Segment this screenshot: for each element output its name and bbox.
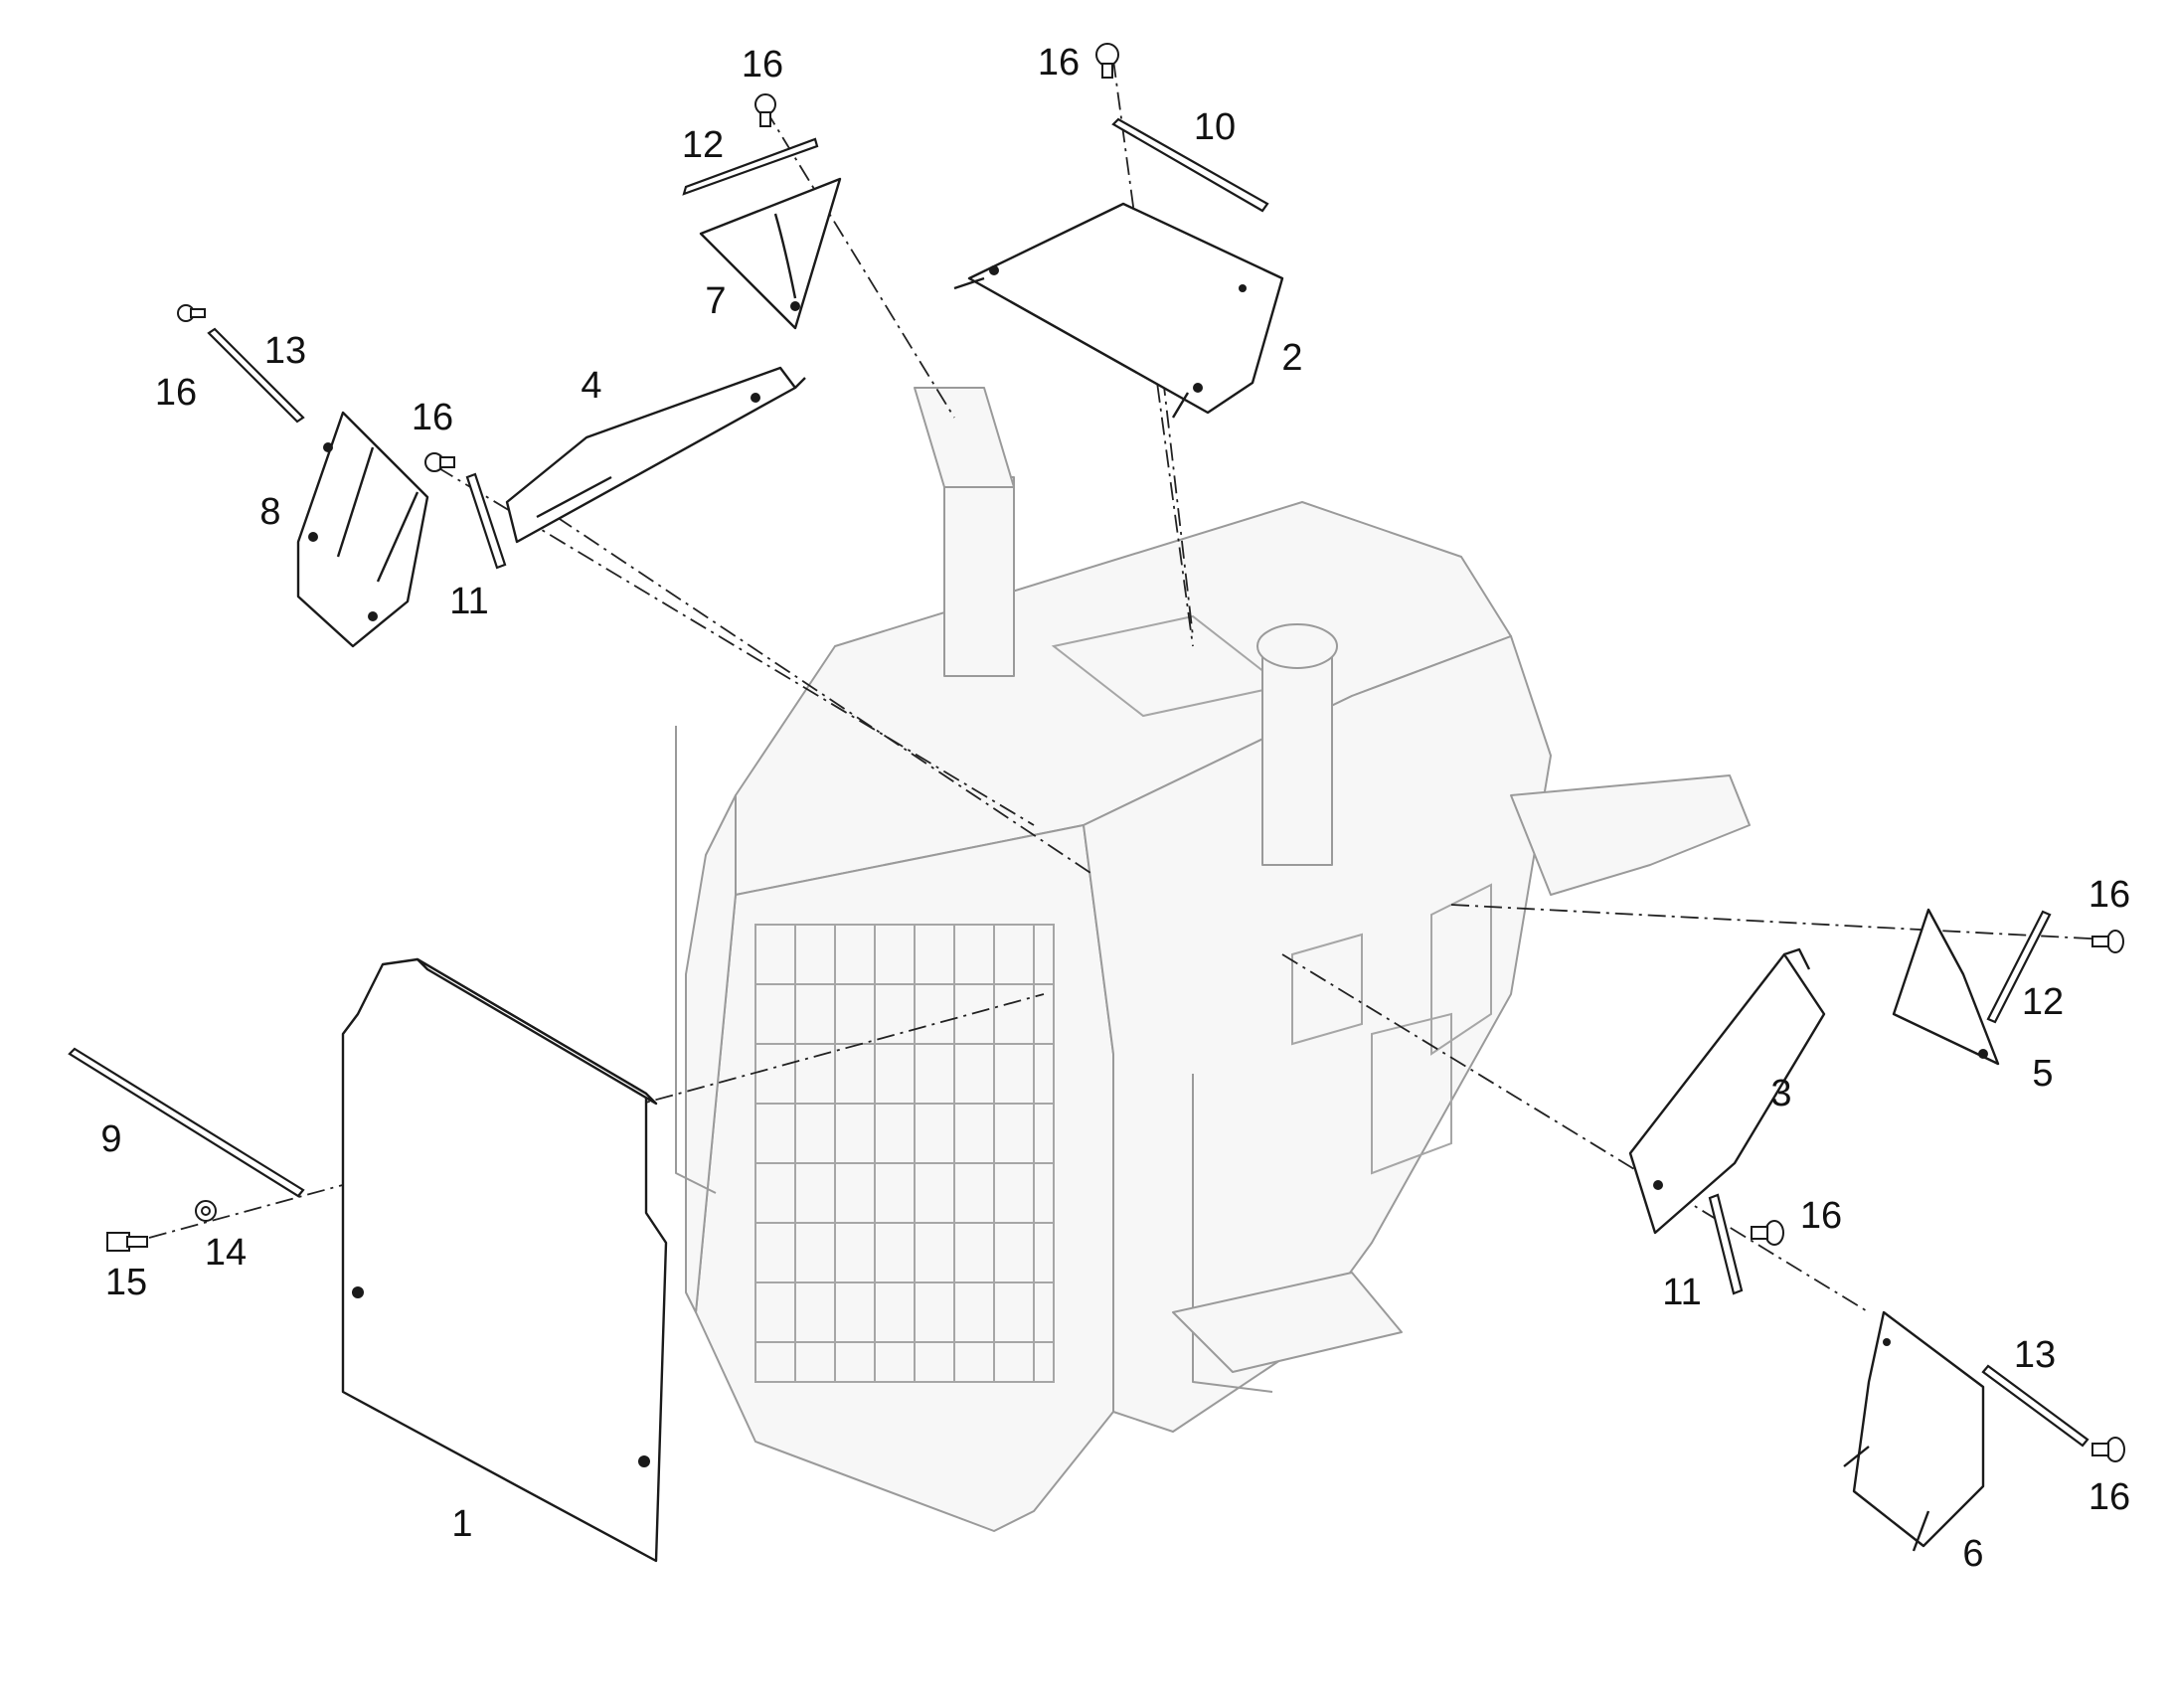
callout-15: 15 <box>105 1262 147 1303</box>
callout-4: 4 <box>581 365 601 407</box>
part-10-strip[interactable] <box>1111 117 1269 213</box>
callout-1: 1 <box>451 1503 472 1545</box>
callout-13-left: 13 <box>264 330 306 372</box>
part-16-bolt-a[interactable] <box>754 93 776 127</box>
side-mesh-panel-2 <box>1430 883 1492 1056</box>
machine-front-face <box>695 824 1114 1532</box>
part-6-panel[interactable] <box>1843 1310 1985 1552</box>
part-16-bolt-e[interactable] <box>2091 930 2124 953</box>
callout-6: 6 <box>1962 1533 1983 1575</box>
part-12-strip-right[interactable] <box>1986 910 2052 1024</box>
part-11-strip-right[interactable] <box>1708 1193 1744 1295</box>
part-12-strip-top[interactable] <box>682 137 819 196</box>
callout-11-right: 11 <box>1662 1272 1701 1313</box>
part-13-strip-right[interactable] <box>1981 1364 2089 1448</box>
exhaust-stack-2 <box>1261 645 1333 866</box>
part-16-bolt-c[interactable] <box>177 304 206 322</box>
callout-3: 3 <box>1770 1073 1791 1114</box>
left-handrail <box>675 726 717 1194</box>
callout-16-g: 16 <box>2089 1476 2130 1518</box>
callout-8: 8 <box>259 491 280 533</box>
step-handrail <box>1192 1074 1273 1393</box>
access-step <box>1172 1272 1403 1373</box>
side-mesh-panel-3 <box>1371 1012 1452 1175</box>
callout-9: 9 <box>100 1118 121 1160</box>
callout-12-top: 12 <box>682 124 724 166</box>
machine-left-side <box>685 794 737 1313</box>
part-14-washer[interactable] <box>195 1200 217 1222</box>
exhaust-stack-1 <box>943 476 1015 677</box>
callout-13-right: 13 <box>2014 1334 2056 1376</box>
part-16-bolt-g[interactable] <box>2091 1437 2125 1462</box>
part-16-bolt-f[interactable] <box>1751 1220 1784 1246</box>
callout-2: 2 <box>1281 337 1302 379</box>
part-15-bolt[interactable] <box>106 1232 148 1252</box>
part-9-long-strip[interactable] <box>68 1047 305 1198</box>
part-16-bolt-d[interactable] <box>424 452 455 472</box>
part-7-panel[interactable] <box>699 177 842 330</box>
callout-14: 14 <box>205 1232 247 1274</box>
machine-rear-tail <box>1510 774 1751 896</box>
part-8-panel[interactable] <box>296 411 429 648</box>
callout-16-b: 16 <box>1038 42 1080 84</box>
part-4-panel[interactable] <box>505 366 806 544</box>
callout-16-c: 16 <box>155 372 197 414</box>
machine-right-side <box>1083 635 1552 1433</box>
part-11-strip-left[interactable] <box>465 472 507 570</box>
callout-16-a: 16 <box>742 44 783 85</box>
part-2-top-cover[interactable] <box>953 202 1284 419</box>
callout-16-f: 16 <box>1800 1195 1842 1237</box>
callout-11-left: 11 <box>449 581 488 622</box>
callout-16-e: 16 <box>2089 874 2130 916</box>
callout-10: 10 <box>1194 106 1236 148</box>
callout-labels: 1 2 3 4 5 6 7 8 9 10 11 11 12 12 13 13 1… <box>100 42 2130 1575</box>
front-radiator-grille <box>754 924 1055 1383</box>
callout-7: 7 <box>705 280 726 322</box>
part-1-front-panel[interactable] <box>341 957 668 1563</box>
part-16-bolt-b[interactable] <box>1095 43 1119 79</box>
side-mesh-panel-1 <box>1291 933 1363 1046</box>
part-3-side-panel[interactable] <box>1628 947 1826 1235</box>
part-5-panel[interactable] <box>1892 908 2000 1066</box>
callout-5: 5 <box>2032 1053 2053 1095</box>
machine-body <box>675 387 1751 1532</box>
exhaust-stack-2-top <box>1256 623 1338 669</box>
callout-12-right: 12 <box>2022 981 2064 1023</box>
part-13-strip-left[interactable] <box>207 327 305 424</box>
exhaust-stack-1-top <box>914 387 1015 488</box>
callout-16-d: 16 <box>412 397 453 438</box>
